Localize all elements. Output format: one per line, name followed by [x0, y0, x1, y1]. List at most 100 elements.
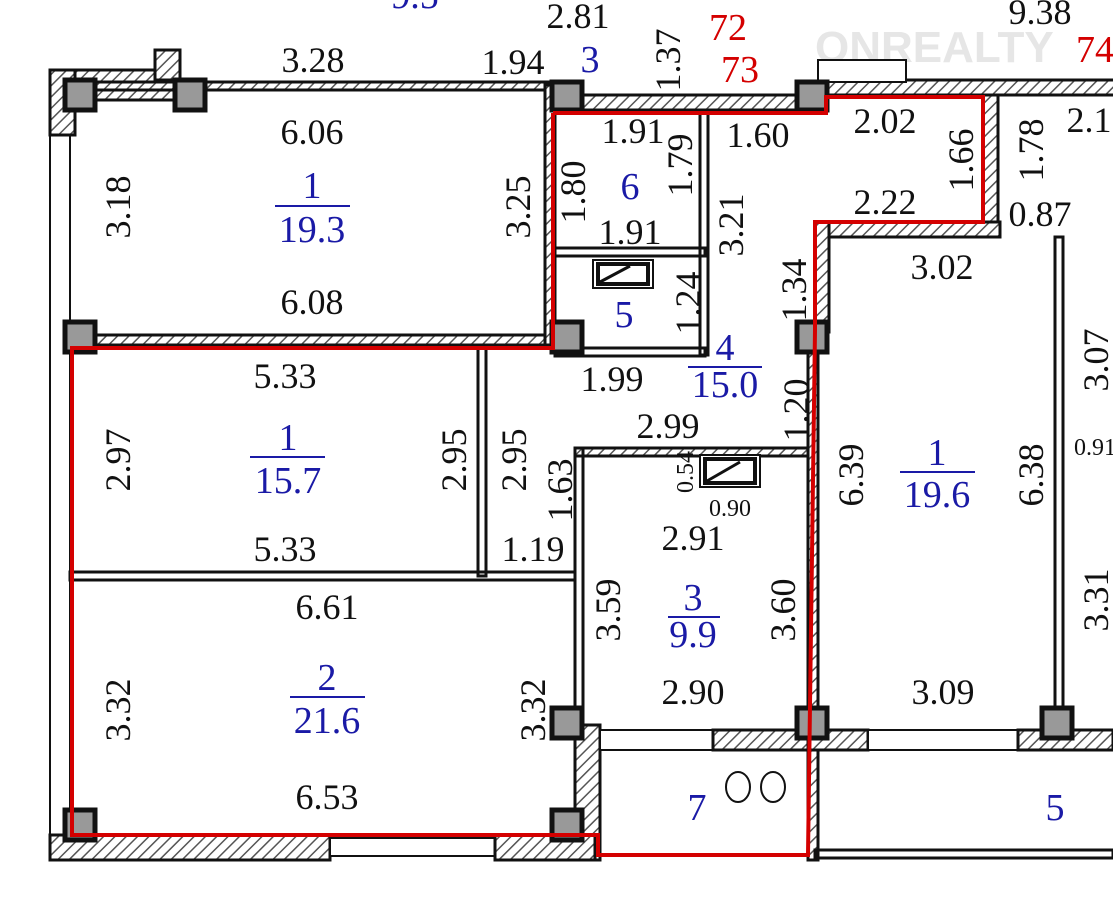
- dimension-label: 3.59: [588, 579, 628, 642]
- toilet-fixture-icon: [725, 771, 751, 803]
- dimension-label: 9.5: [391, 0, 439, 17]
- plan-shape: [153, 48, 182, 82]
- dimension-label: 2.15: [1067, 100, 1113, 140]
- dimension-label: 1: [279, 417, 298, 459]
- dimension-label: 2.91: [662, 518, 725, 558]
- apartment-numbers: 72 73 74: [709, 7, 1113, 91]
- dimension-label: 2.81: [547, 0, 610, 36]
- dimension-label: 15.7: [255, 460, 322, 502]
- dimension-label: 9.9: [669, 614, 717, 656]
- dimension-label: 2.95: [434, 429, 474, 492]
- dimension-label: 21.6: [294, 700, 361, 742]
- dimension-label: 1.66: [941, 129, 981, 192]
- plan-shape: [1053, 235, 1065, 729]
- dimension-label: 3.25: [498, 176, 538, 239]
- room-bedroom-19-6: 119.6: [900, 432, 975, 516]
- plan-shape: [329, 837, 496, 857]
- dimension-label: 1.80: [553, 161, 593, 224]
- dimension-label: 74: [1076, 29, 1113, 71]
- plan-shape: [476, 346, 488, 578]
- plan-shape: [172, 77, 208, 113]
- room-bedroom-15-7: 115.7: [250, 417, 325, 502]
- plan-shape: [813, 848, 1113, 860]
- plan-shape: [867, 729, 1019, 751]
- plan-shape: [813, 220, 1002, 239]
- dimension-label: 3.28: [282, 40, 345, 80]
- dimension-label: 1.63: [540, 459, 580, 522]
- dimension-label: 1.19: [502, 529, 565, 569]
- ventilation-shafts: [592, 259, 786, 803]
- dimension-label: 6.61: [296, 587, 359, 627]
- dimension-label: 3: [684, 577, 703, 619]
- dimension-label: 19.3: [279, 209, 346, 251]
- plan-shape: [599, 264, 631, 284]
- dimension-label: 73: [721, 49, 759, 91]
- plan-shape: [549, 705, 585, 741]
- dimension-label: 6.39: [831, 444, 871, 507]
- dimension-label: 1: [303, 165, 322, 207]
- dimension-label: 1.60: [727, 115, 790, 155]
- dimension-label: 3.21: [711, 194, 751, 257]
- room-labels: 9.5 3 119.3 6 5 415.0 115.7 39.9 119.6 2…: [250, 0, 1065, 829]
- plan-shape: [549, 79, 585, 113]
- vertical-dimensions: 1.37 3.18 3.25 1.80 1.79 3.21 1.66 1.78 …: [98, 29, 1113, 742]
- dimension-label: 3.02: [911, 247, 974, 287]
- dimension-label: 72: [709, 7, 747, 49]
- dimension-label: 6.08: [281, 282, 344, 322]
- plan-shape: [549, 319, 585, 355]
- dimension-label: 1.91: [602, 111, 665, 151]
- dimension-label: 1.20: [776, 379, 816, 442]
- dimension-label: 5.33: [254, 529, 317, 569]
- room-5-neighbor: 5: [1046, 787, 1065, 829]
- plan-shape: [596, 262, 650, 286]
- dimension-label: 3.09: [912, 672, 975, 712]
- dimension-label: 2.99: [637, 406, 700, 446]
- dimension-label: 2.90: [662, 672, 725, 712]
- dimension-label: 3.32: [98, 679, 138, 742]
- dimension-label: 15.0: [692, 364, 759, 406]
- dimension-label: 2.02: [854, 101, 917, 141]
- plan-shape: [794, 705, 830, 741]
- dimension-label: 2.97: [98, 429, 138, 492]
- dimension-label: 2: [318, 657, 337, 699]
- plan-shape: [703, 457, 757, 485]
- dimension-label: 3: [581, 39, 600, 81]
- dimension-label: 19.6: [904, 474, 971, 516]
- dimension-label: 2.22: [854, 182, 917, 222]
- dimension-label: 3.18: [98, 176, 138, 239]
- dimension-label: 6.53: [296, 777, 359, 817]
- dimension-label: 1.24: [668, 272, 708, 335]
- plan-shape: [68, 333, 557, 347]
- plan-shape: [1039, 705, 1075, 741]
- plan-shape: [817, 59, 907, 83]
- dimension-label: 0.87: [1009, 194, 1072, 234]
- plan-shape: [711, 728, 810, 752]
- dimension-label: 3.07: [1076, 329, 1113, 392]
- plan-shape: [794, 79, 830, 113]
- dimension-label: 5.33: [254, 356, 317, 396]
- dimension-label: 1.79: [660, 134, 700, 197]
- plan-shape: [813, 220, 831, 334]
- walls: [48, 48, 1113, 862]
- dimension-label: 0.91: [1074, 435, 1113, 461]
- room-7: 7: [688, 787, 707, 829]
- room-living-19-3: 119.3: [275, 165, 350, 251]
- dimension-label: 3.60: [763, 579, 803, 642]
- dimension-label: 1.99: [581, 359, 644, 399]
- dimension-label: 3.31: [1076, 569, 1113, 632]
- dimension-label: 0.90: [709, 496, 751, 522]
- dimension-label: 1.34: [774, 259, 814, 322]
- plan-shape: [62, 77, 98, 113]
- dimension-label: 6.06: [281, 112, 344, 152]
- plan-shape: [706, 460, 741, 483]
- dimension-label: 1.78: [1011, 119, 1051, 182]
- dimension-label: 1.37: [648, 29, 688, 92]
- dimension-label: 4: [716, 327, 735, 369]
- dimension-label: 0.54: [673, 451, 699, 493]
- plan-shape: [68, 570, 577, 582]
- horizontal-dimensions: 3.28 1.94 2.81 9.38 6.06 6.08 1.91 1.60 …: [254, 0, 1113, 817]
- dimension-label: 1.94: [482, 42, 545, 82]
- dimension-label: 1: [928, 432, 947, 474]
- plan-shape: [760, 771, 786, 803]
